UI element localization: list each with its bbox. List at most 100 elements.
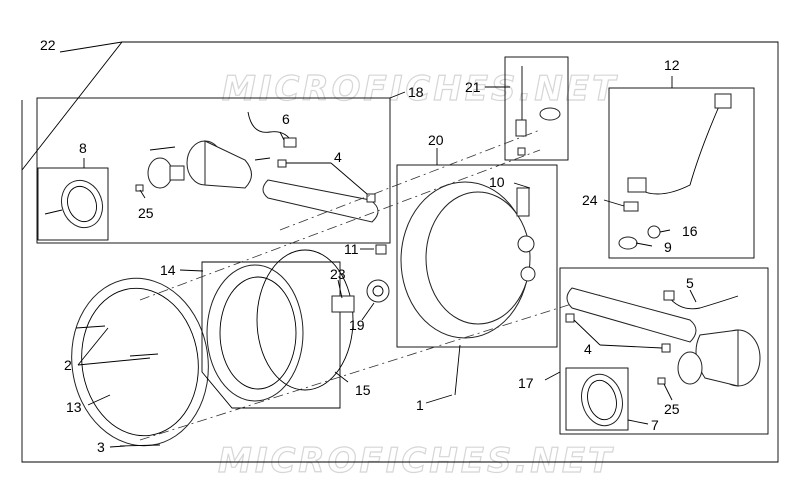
- bulb-holder-inner: [372, 285, 384, 297]
- leader-18: [389, 91, 406, 99]
- rim-screw-2b: [129, 353, 159, 357]
- bulb-left: [169, 165, 185, 181]
- callout-10: 10: [489, 174, 505, 190]
- wire-connector-6: [283, 137, 297, 148]
- nut-4-right: [565, 313, 575, 323]
- housing-body-left: [204, 140, 252, 189]
- leader-15: [334, 371, 349, 383]
- wire-5: [667, 295, 739, 310]
- callout-8: 8: [79, 140, 87, 156]
- leader-25b: [663, 383, 673, 401]
- leader-4b-2: [599, 344, 663, 349]
- group-box-14: [201, 261, 341, 409]
- bulb-socket-left: [147, 157, 173, 189]
- callout-24: 24: [582, 192, 598, 208]
- callout-25-left: 25: [138, 205, 154, 221]
- callout-19: 19: [349, 317, 365, 333]
- callout-15: 15: [355, 382, 371, 398]
- shell-grommet-2: [520, 266, 536, 282]
- leader-3: [109, 445, 126, 448]
- bulb-24: [623, 201, 639, 212]
- callout-25-right: 25: [664, 401, 680, 417]
- leader-2b: [77, 357, 151, 366]
- mount-bracket-10: [516, 187, 530, 217]
- group-box-21: [504, 56, 569, 161]
- turn-signal-lens-left: [60, 179, 104, 229]
- group-box-18: [36, 97, 391, 244]
- leader-22: [59, 41, 123, 53]
- group-box-20: [396, 164, 558, 348]
- headlight-shell-back: [425, 191, 531, 325]
- wiring-harness: [639, 103, 721, 195]
- rim-screw-3: [119, 444, 161, 447]
- screw-left-top: [149, 146, 176, 151]
- group-frame-22: [21, 41, 779, 463]
- leader-1: [425, 394, 453, 404]
- seal-15: [256, 249, 354, 391]
- callout-4-right: 4: [584, 341, 592, 357]
- watermark-top: MICROFICHES.NET: [222, 69, 618, 109]
- inset-box-8: [37, 167, 109, 241]
- lens-right-inner: [587, 379, 617, 421]
- clip-25-left: [135, 184, 144, 192]
- callout-16: 16: [682, 223, 698, 239]
- leader-9: [635, 242, 653, 247]
- leader-24: [603, 199, 625, 207]
- lens-reflector: [219, 276, 297, 390]
- callout-11: 11: [344, 241, 359, 257]
- screw-stalk-left: [254, 157, 271, 161]
- callout-6: 6: [282, 111, 290, 127]
- callout-2: 2: [64, 357, 72, 373]
- headlight-lens: [206, 264, 304, 402]
- rubber-bush-21: [539, 107, 561, 121]
- align-line-bottom: [139, 294, 601, 441]
- callout-14: 14: [160, 262, 176, 278]
- harness-plug: [627, 177, 647, 193]
- callout-21: 21: [465, 79, 481, 95]
- callout-5: 5: [686, 275, 694, 291]
- leader-25a: [139, 189, 146, 199]
- callout-4-left: 4: [334, 149, 342, 165]
- bulb-23: [331, 295, 355, 313]
- leader-10: [513, 182, 531, 189]
- leader-17: [544, 371, 561, 381]
- rim-inner: [81, 287, 199, 437]
- grommet-9: [618, 236, 638, 250]
- callout-12: 12: [664, 57, 680, 73]
- turn-signal-lens-right: [581, 373, 623, 427]
- leader-14: [179, 269, 204, 272]
- callout-23: 23: [330, 266, 346, 282]
- callout-1: 1: [416, 397, 424, 413]
- headlight-rim: [71, 277, 209, 447]
- shell-grommet: [517, 235, 535, 253]
- callout-3: 3: [97, 439, 105, 455]
- nut-4-left-end: [366, 193, 376, 203]
- group-box-12: [608, 87, 755, 259]
- leader-5: [689, 289, 697, 303]
- callout-18: 18: [408, 84, 424, 100]
- nut-4-right-end: [661, 343, 671, 353]
- nut-11: [375, 244, 387, 255]
- leader-4a-2: [330, 162, 368, 195]
- bulb-socket-right: [677, 351, 703, 385]
- harness-connector: [714, 93, 732, 109]
- leader-4b-1: [573, 319, 601, 346]
- leader-23: [337, 279, 343, 299]
- turn-signal-stalk-left: [262, 179, 379, 223]
- clip-25-right: [657, 377, 666, 385]
- bulb-holder-19: [366, 279, 390, 303]
- group-box-17: [559, 267, 769, 435]
- turn-signal-stalk-right: [566, 287, 697, 343]
- inset-box-7: [565, 367, 629, 431]
- nut-4-left: [277, 159, 287, 168]
- align-line-shell: [279, 129, 541, 231]
- lens-screw-left: [44, 209, 63, 215]
- wire-6: [247, 111, 293, 143]
- housing-body-right: [695, 329, 739, 387]
- leader-6: [279, 131, 285, 141]
- wire-connector-5: [663, 290, 675, 301]
- rim-screw-2a: [75, 325, 106, 329]
- callout-20: 20: [428, 132, 444, 148]
- screw-1: [454, 344, 461, 396]
